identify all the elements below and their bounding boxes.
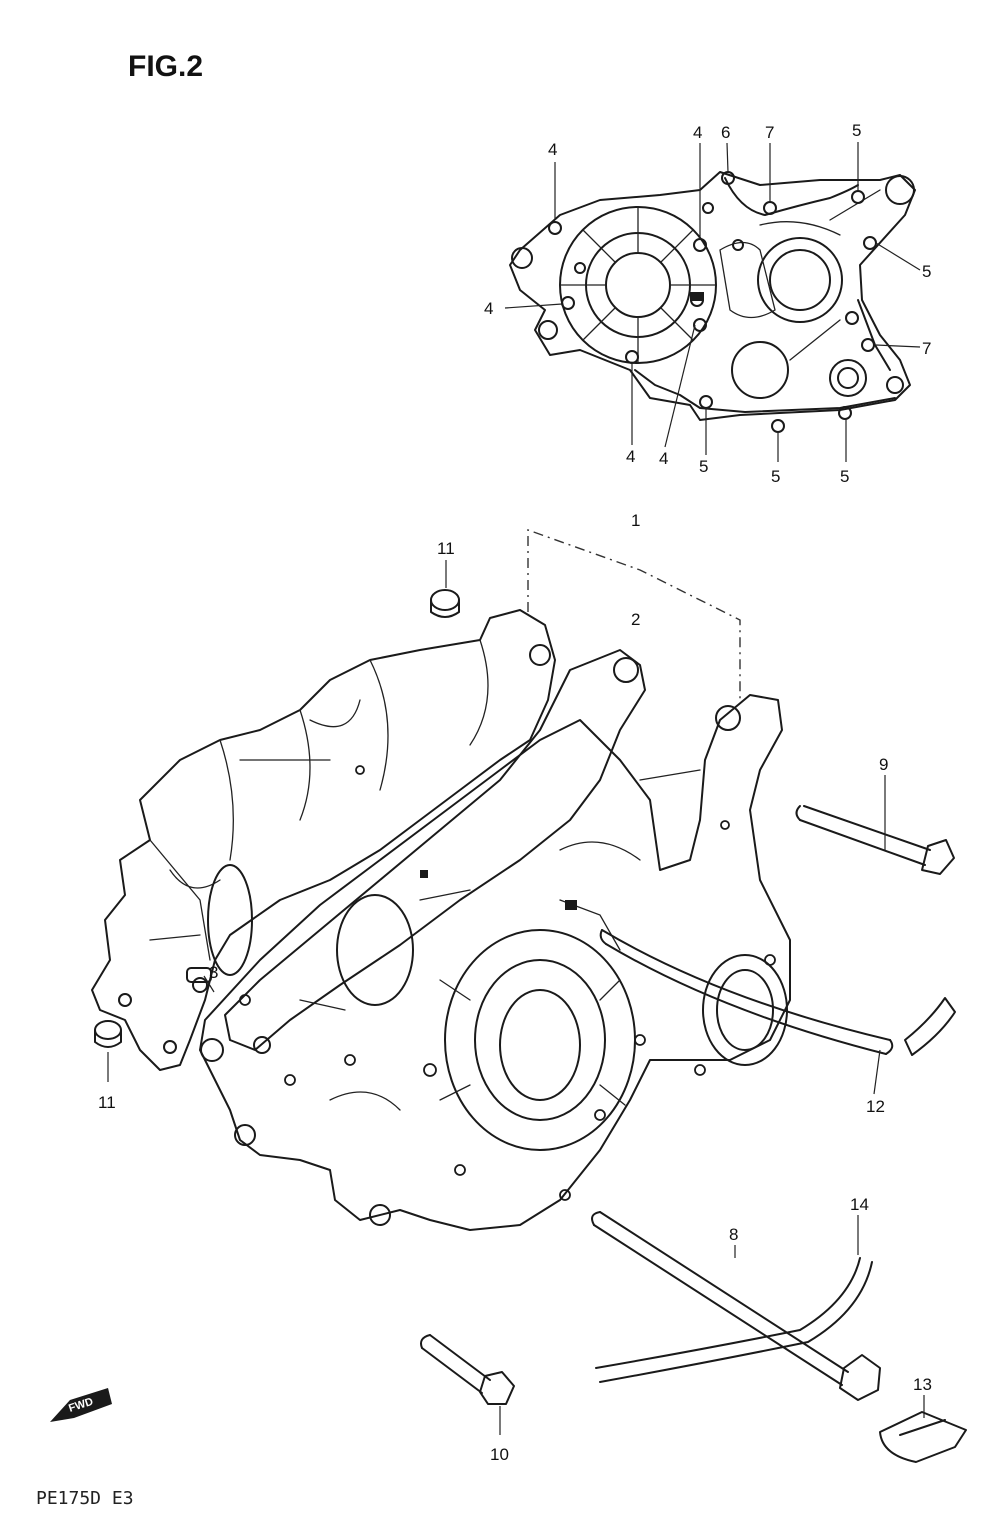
bolt-9 <box>795 805 955 875</box>
callout-labels: 4 4 4 4 4 6 7 5 5 7 5 5 5 1 2 11 9 3 11 … <box>98 121 932 1464</box>
callout-4-left: 4 <box>484 299 493 318</box>
callout-6: 6 <box>721 123 730 142</box>
callout-5-bottom-a: 5 <box>699 457 708 476</box>
bolt-10 <box>420 1334 515 1405</box>
clamp-13 <box>879 1411 967 1463</box>
crankcase-half-inset <box>509 171 916 433</box>
callout-1: 1 <box>631 511 640 530</box>
callout-5-bottom-c: 5 <box>840 467 849 486</box>
forward-direction-arrow: FWD <box>50 1388 112 1422</box>
callout-5-bottom-b: 5 <box>771 467 780 486</box>
callout-2: 2 <box>631 610 640 629</box>
callout-3: 3 <box>209 963 218 982</box>
callout-11-upper: 11 <box>437 539 455 558</box>
inset-leader-lines <box>504 142 921 462</box>
callout-4-top: 4 <box>693 123 702 142</box>
dowel-pin-3 <box>186 967 212 983</box>
main-leader-lines <box>107 560 925 1435</box>
callout-4-bottom-right: 4 <box>659 449 668 468</box>
callout-9: 9 <box>879 755 888 774</box>
callout-8: 8 <box>729 1225 738 1244</box>
grommet-11-upper <box>430 589 460 618</box>
breather-hose-12 <box>599 929 956 1056</box>
callout-4-bottom: 4 <box>626 447 635 466</box>
grommet-11-lower <box>94 1020 122 1048</box>
callout-7-right: 7 <box>922 339 931 358</box>
callout-12: 12 <box>866 1097 885 1116</box>
callout-11-lower: 11 <box>98 1093 116 1112</box>
crankcase-assembly <box>91 529 791 1231</box>
callout-10: 10 <box>490 1445 509 1464</box>
callout-4-top-left: 4 <box>548 140 557 159</box>
stud-bolt-8 <box>591 1211 881 1401</box>
callout-13: 13 <box>913 1375 932 1394</box>
model-code-footer: PE175D E3 <box>36 1488 134 1509</box>
figure-title: FIG.2 <box>128 50 203 83</box>
callout-7-top: 7 <box>765 123 774 142</box>
callout-5-right: 5 <box>922 262 931 281</box>
hose-14 <box>595 1257 873 1383</box>
callout-14: 14 <box>850 1195 869 1214</box>
callout-5-top: 5 <box>852 121 861 140</box>
